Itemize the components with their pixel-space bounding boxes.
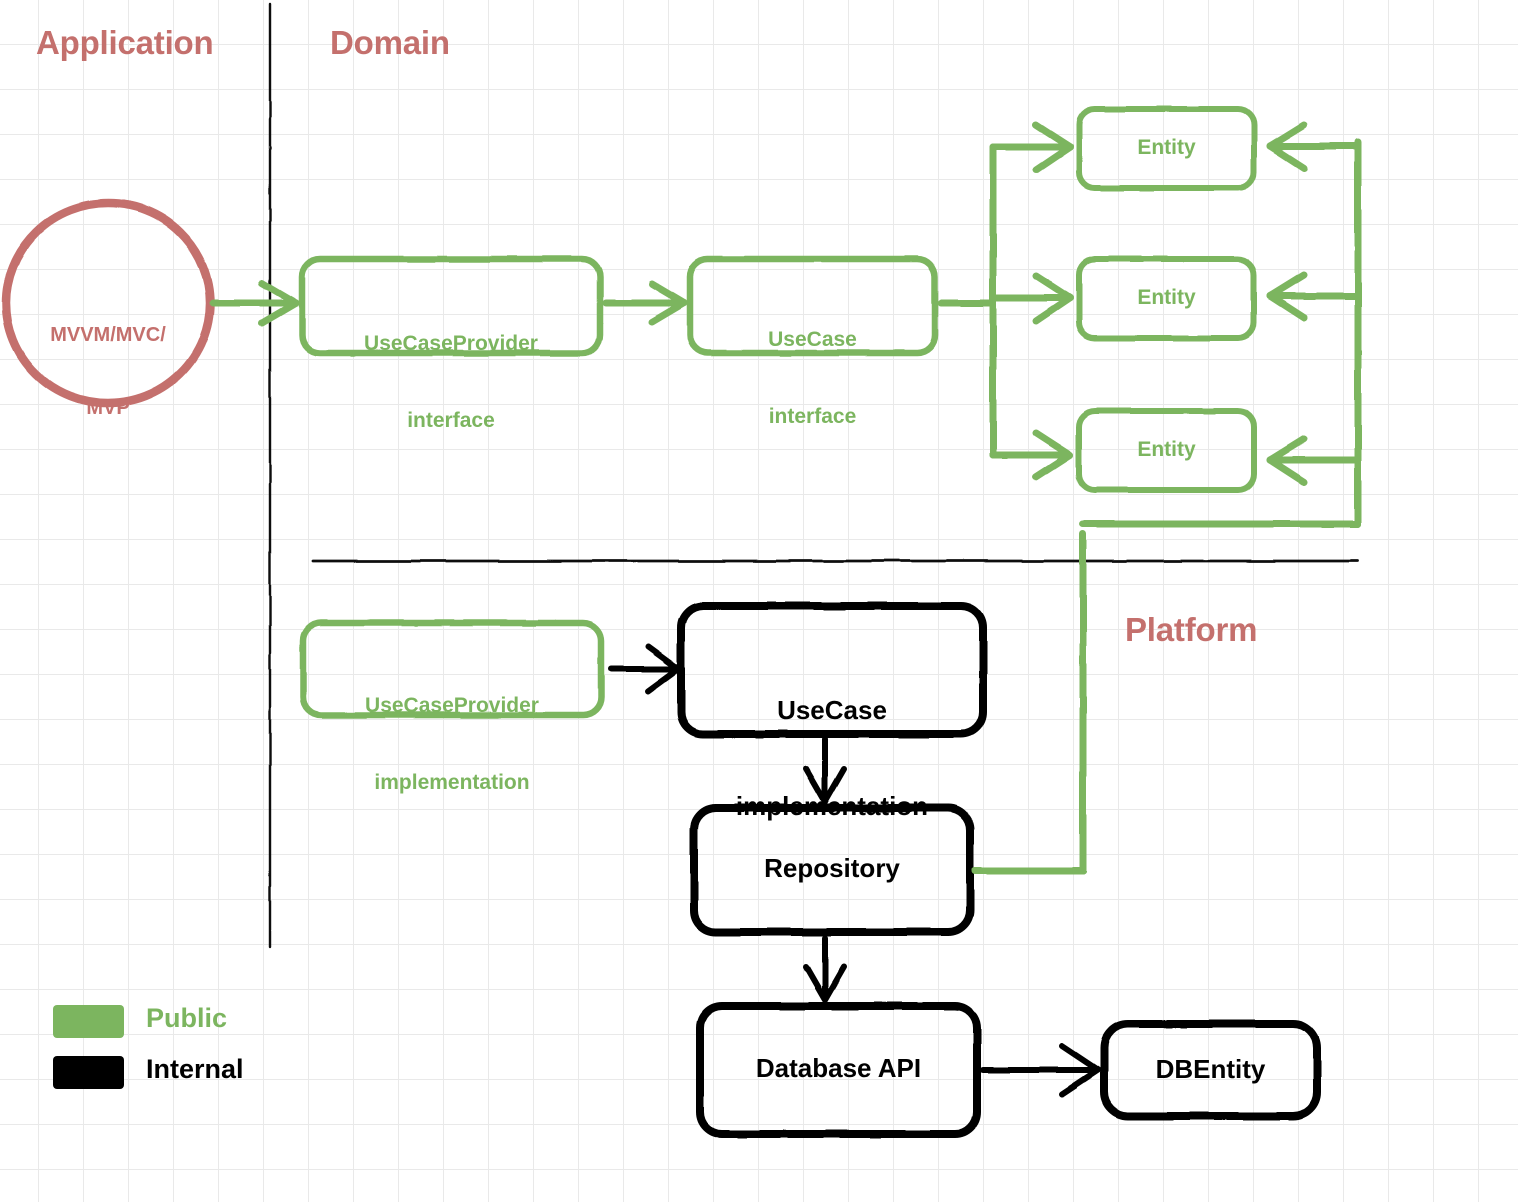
edge-trunk-to-entity-2 <box>989 272 1074 325</box>
edge-trunk-to-entity-3 <box>989 429 1074 481</box>
legend-swatch-internal <box>53 1056 124 1089</box>
edge-trunk-to-entity-1 <box>989 121 1074 174</box>
edge-rail-to-entity-3 <box>1266 435 1362 486</box>
node-dbentity-box <box>1100 1020 1321 1120</box>
edge-usecaseprovider-to-usecase-interface <box>602 280 688 326</box>
node-entity-1-box <box>1076 106 1257 191</box>
node-repository-box <box>690 804 974 936</box>
edge-usecaseimpl-to-repository <box>803 736 847 805</box>
node-entity-2-box <box>1076 256 1257 341</box>
edge-databaseapi-to-dbentity <box>980 1043 1101 1097</box>
node-database-api-box <box>696 1002 981 1138</box>
edge-rail-to-entity-2 <box>1266 271 1362 322</box>
node-usecaseprovider-implementation-box <box>299 619 605 719</box>
edge-usecase-interface-to-entities-trunk <box>937 143 997 459</box>
edge-providerimpl-to-usecaseimpl <box>608 644 681 694</box>
node-mvvm-circle <box>1 198 215 408</box>
legend-swatch-public <box>53 1005 124 1038</box>
edge-mvvm-to-usecaseprovider-interface <box>209 279 300 327</box>
edge-repository-to-databaseapi <box>803 935 847 1003</box>
node-usecaseprovider-interface-box <box>298 255 604 357</box>
edge-rail-to-entity-1 <box>1266 121 1362 172</box>
node-usecase-interface-box <box>686 255 939 357</box>
node-entity-3-box <box>1076 408 1257 493</box>
node-usecase-implementation-box <box>677 602 987 738</box>
edge-repository-to-entities-rail <box>971 138 1362 875</box>
